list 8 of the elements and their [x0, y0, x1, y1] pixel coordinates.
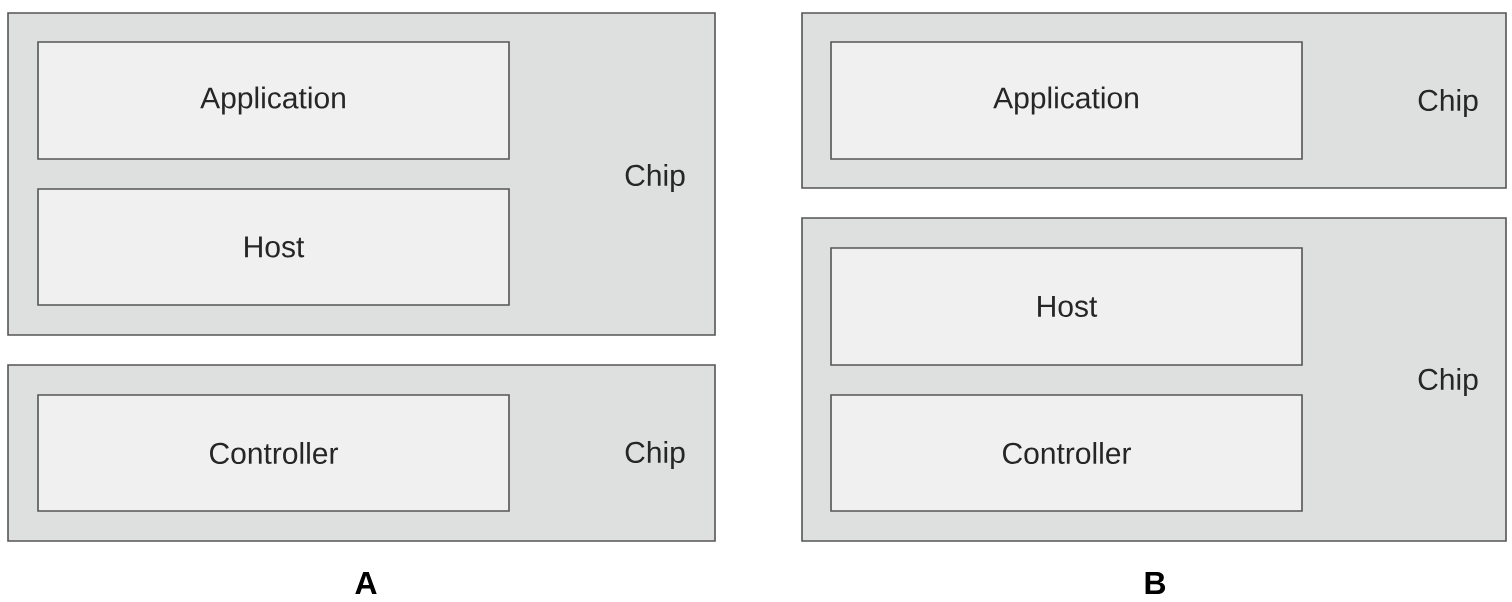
- component-box: Host: [830, 247, 1303, 366]
- component-box: Controller: [37, 394, 510, 512]
- component-box: Host: [37, 188, 510, 306]
- panel-label: B: [1145, 572, 1166, 594]
- component-box: Application: [830, 41, 1303, 160]
- component-box: Application: [37, 41, 510, 160]
- component-box: Controller: [830, 394, 1303, 512]
- panel-label: A: [355, 572, 377, 594]
